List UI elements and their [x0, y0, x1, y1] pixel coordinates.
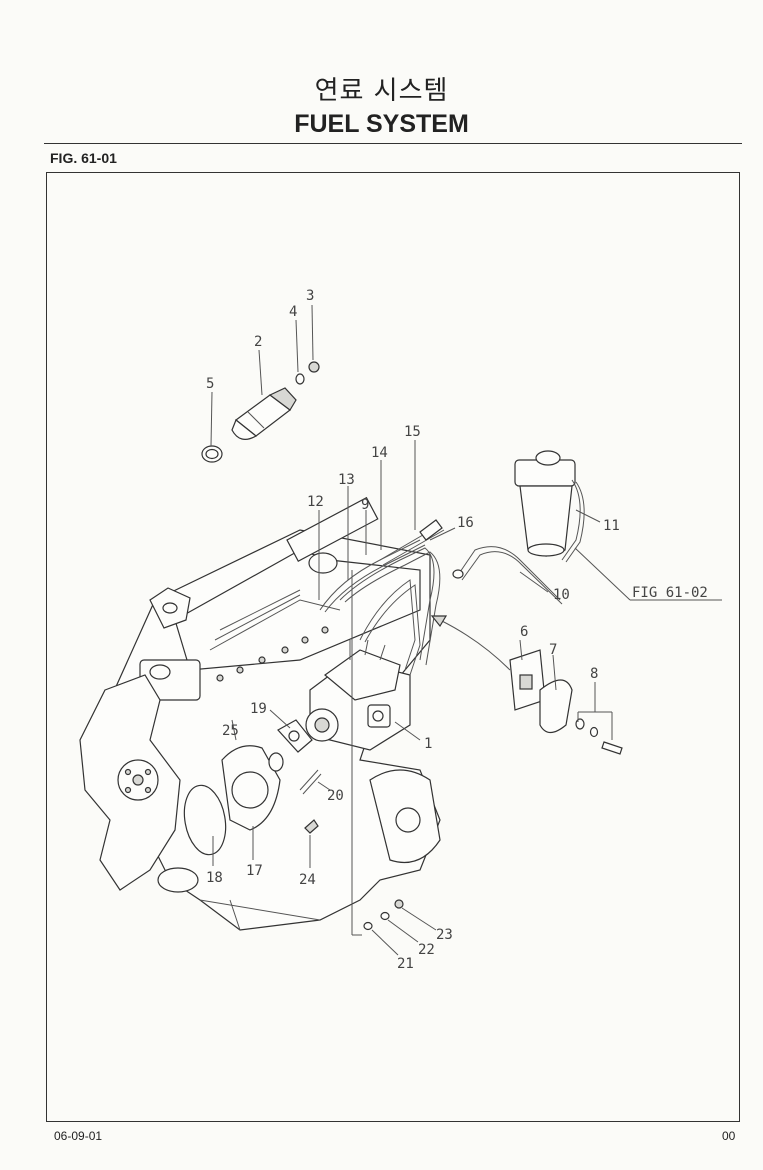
small-bolt: [304, 819, 319, 834]
seal-ring: [268, 752, 284, 772]
assembly-arrow: [430, 615, 511, 671]
flange-gasket: [277, 719, 313, 753]
stud-nut-washer: [363, 899, 404, 931]
callout-9: 9: [361, 497, 369, 513]
reference-fig-label: FIG 61-02: [632, 585, 708, 601]
pump-gasket: [221, 745, 281, 831]
callout-23: 23: [436, 927, 453, 943]
callout-3: 3: [306, 288, 314, 304]
diagram-frame: [46, 172, 740, 1122]
header-rule: [44, 143, 742, 144]
clamp-plate: [539, 679, 573, 734]
callout-16: 16: [457, 515, 474, 531]
page-title-korean: 연료 시스템: [314, 76, 449, 106]
callout-20: 20: [327, 788, 344, 804]
callout-24: 24: [299, 872, 316, 888]
callout-12: 12: [307, 494, 324, 510]
callout-1: 1: [424, 736, 432, 752]
copper-washer: [201, 445, 223, 463]
injection-pump: [305, 639, 411, 751]
fuel-injection-lines: [319, 519, 445, 676]
callout-4: 4: [289, 304, 297, 320]
callout-6: 6: [520, 624, 528, 640]
injector-nozzle: [231, 387, 297, 440]
o-ring-large: [183, 784, 227, 856]
return-pipe: [452, 546, 563, 605]
callout-15: 15: [404, 424, 421, 440]
leader-lines: [210, 304, 722, 956]
callout-21: 21: [397, 956, 414, 972]
cooling-fan: [79, 674, 199, 893]
callout-25: 25: [222, 723, 239, 739]
fuel-filter-assembly: [514, 450, 585, 563]
footer-date-code: 06-09-01: [54, 1129, 103, 1143]
callout-22: 22: [418, 942, 435, 958]
mounting-bolt-set: [575, 718, 623, 755]
callout-14: 14: [371, 445, 388, 461]
footer-page-number: 00: [722, 1129, 736, 1143]
callout-18: 18: [206, 870, 223, 886]
callout-13: 13: [338, 472, 355, 488]
callout-8: 8: [590, 666, 598, 682]
callout-17: 17: [246, 863, 263, 879]
callout-10: 10: [553, 587, 570, 603]
callout-11: 11: [603, 518, 620, 534]
callout-2: 2: [254, 334, 262, 350]
nozzle-cap: [308, 361, 320, 373]
filter-bracket: [509, 649, 546, 711]
callout-5: 5: [206, 376, 214, 392]
o-ring: [295, 373, 305, 385]
drain-bolt: [299, 769, 322, 795]
callout-7: 7: [549, 642, 557, 658]
callout-19: 19: [250, 701, 267, 717]
page-title-english: FUEL SYSTEM: [294, 110, 469, 138]
figure-label: FIG. 61-01: [50, 150, 117, 166]
